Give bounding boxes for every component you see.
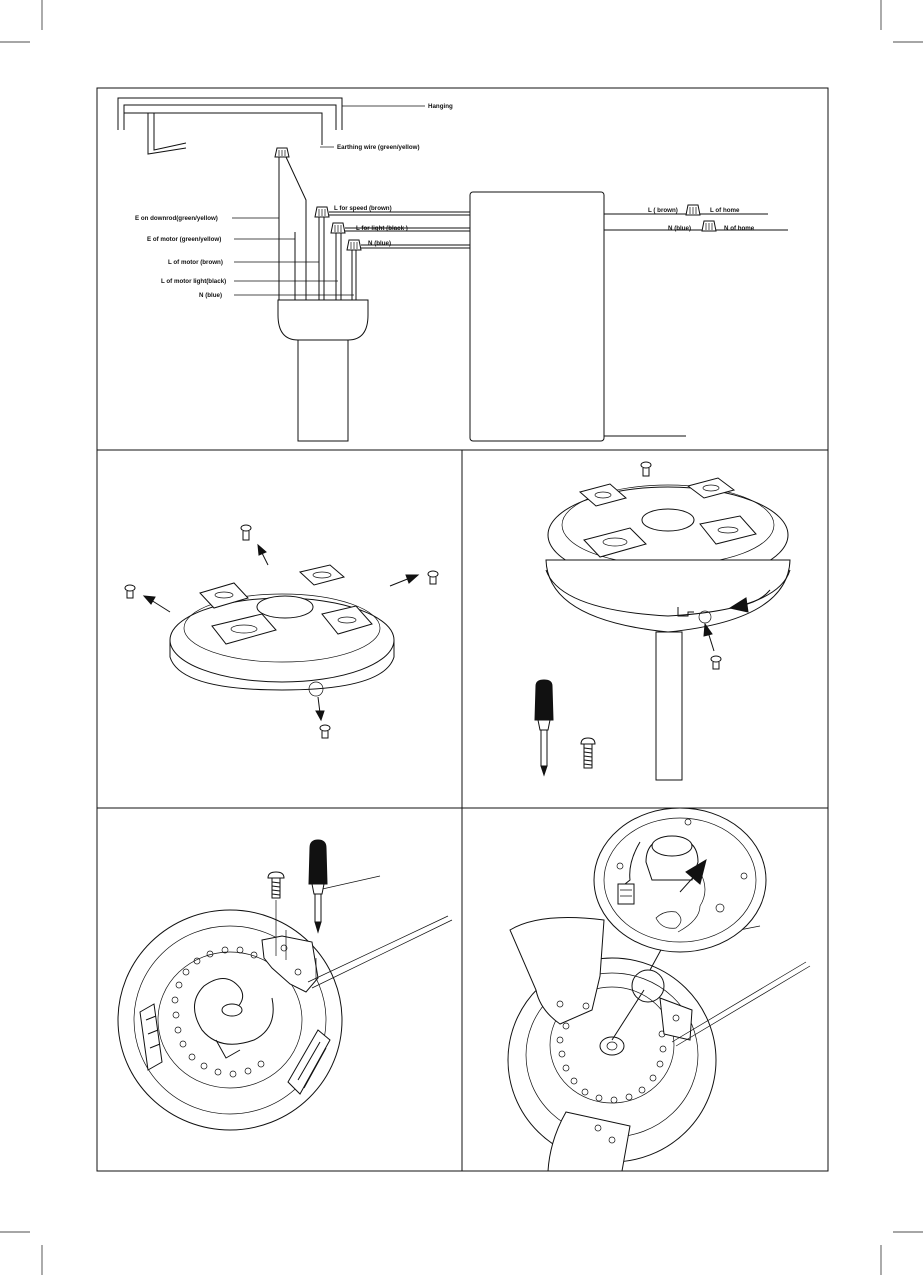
label-l-home: L of home	[710, 207, 740, 214]
wiring-diagram: Hanging Earthing wire (green/yellow) L f…	[118, 98, 788, 441]
label-hanging: Hanging	[428, 103, 453, 110]
label-n-home: N of home	[724, 225, 755, 232]
earthing-connector-icon	[275, 148, 289, 157]
label-n-blue-top: N (blue)	[368, 240, 391, 247]
label-n-blue: N (blue)	[199, 292, 222, 299]
label-e-motor: E of motor (green/yellow)	[147, 236, 221, 243]
light-kit-connection-illustration	[508, 808, 810, 1171]
attach-plate-illustration	[535, 462, 790, 780]
label-l-brown: L ( brown)	[648, 207, 678, 214]
screw-icon	[268, 872, 284, 898]
neutral-connector-icon	[347, 240, 361, 250]
hanging-bracket	[118, 98, 342, 130]
home-n-connector-icon	[702, 221, 716, 231]
label-earthing: Earthing wire (green/yellow)	[337, 144, 420, 151]
downrod	[298, 340, 348, 441]
bracket-fixing-illustration	[118, 840, 452, 1130]
screw-icon	[581, 738, 595, 768]
speed-connector-icon	[315, 207, 329, 217]
label-l-speed: L for speed (brown)	[334, 205, 392, 212]
label-l-motor: L of motor (brown)	[168, 259, 223, 266]
light-connector-icon	[331, 223, 345, 233]
mounting-plate-screws-illustration	[125, 525, 438, 738]
screwdriver-icon	[309, 840, 327, 932]
home-l-connector-icon	[686, 205, 700, 215]
controller-box	[470, 192, 604, 441]
screwdriver-icon	[535, 680, 553, 775]
label-e-downrod: E on downrod(green/yellow)	[135, 215, 218, 222]
label-n-blue-home: N (blue)	[668, 225, 691, 232]
label-l-motor-light: L of motor light(black)	[161, 278, 226, 285]
motor-canopy	[278, 300, 368, 340]
